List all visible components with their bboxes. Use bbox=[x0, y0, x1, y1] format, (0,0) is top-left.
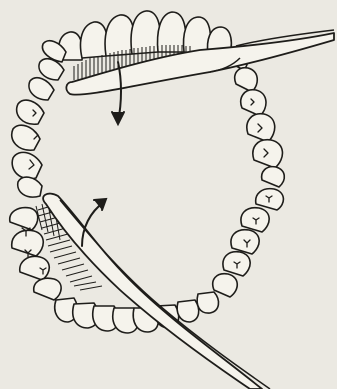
lower-tooth bbox=[177, 300, 199, 322]
upper-tooth bbox=[235, 68, 258, 92]
upper-tooth bbox=[29, 78, 54, 100]
upper-tooth bbox=[17, 100, 44, 124]
lower-tooth bbox=[34, 278, 61, 300]
upper-tooth bbox=[184, 17, 211, 54]
upper-tooth bbox=[12, 152, 42, 178]
upper-tooth bbox=[247, 114, 275, 142]
lower-tooth bbox=[10, 208, 38, 230]
lower-tooth bbox=[213, 274, 238, 297]
lower-tooth bbox=[197, 292, 218, 313]
upper-tooth bbox=[81, 22, 108, 58]
upper-dental-arch bbox=[12, 11, 285, 197]
upper-tooth bbox=[18, 177, 42, 197]
upper-tooth bbox=[262, 167, 285, 187]
